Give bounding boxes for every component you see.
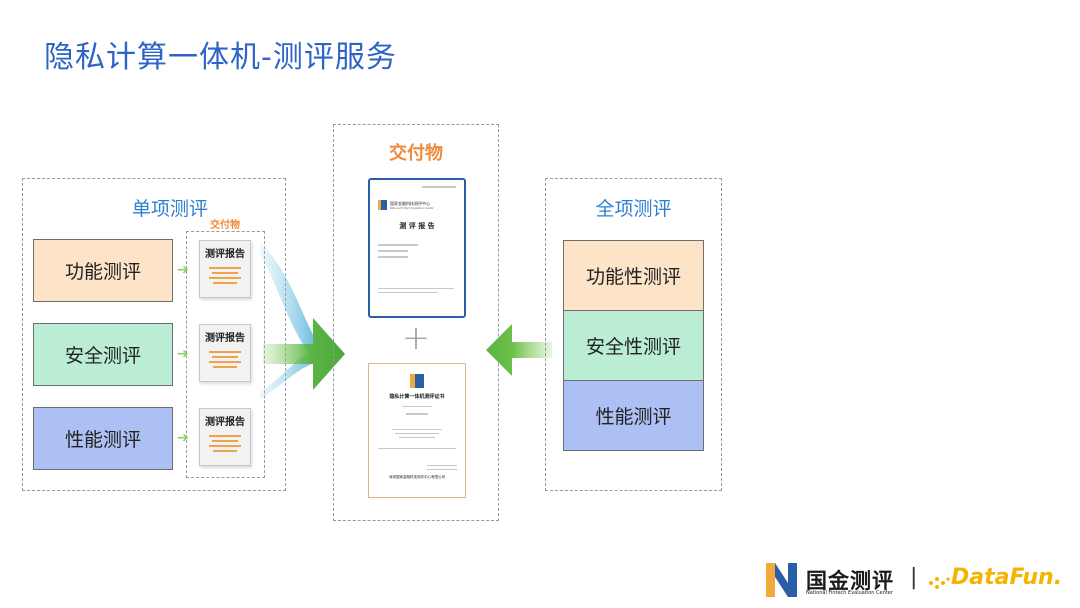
full-functional-box: 功能性测评 bbox=[563, 240, 704, 311]
report-doc-label: 测评报告 bbox=[205, 333, 245, 344]
performance-eval-label: 性能测评 bbox=[64, 429, 141, 451]
datafun-logo-text: DataFun. bbox=[951, 565, 1063, 590]
certificate-logo-icon bbox=[410, 374, 424, 388]
functional-eval-label: 功能测评 bbox=[64, 261, 141, 283]
report-doc-label: 测评报告 bbox=[205, 417, 245, 428]
security-eval-box: 安全测评 bbox=[33, 323, 173, 386]
full-security-label: 安全性测评 bbox=[585, 336, 681, 358]
arrow-right-icon: ➔ bbox=[177, 346, 189, 362]
nfec-logo-icon bbox=[764, 561, 800, 599]
certificate-issuer: 深圳国家金融科技测评中心有限公司 bbox=[389, 475, 445, 479]
single-deliverable-label: 交付物 bbox=[210, 220, 240, 231]
deliverables-title: 交付物 bbox=[389, 143, 443, 164]
full-performance-label: 性能测评 bbox=[595, 406, 672, 428]
performance-eval-box: 性能测评 bbox=[33, 407, 173, 470]
full-security-box: 安全性测评 bbox=[563, 310, 704, 381]
full-performance-box: 性能测评 bbox=[563, 380, 704, 451]
nfec-logo-text: 国金测评 bbox=[806, 569, 894, 593]
logo-icon bbox=[378, 200, 387, 210]
report-org-en: National FinTech Evaluation Center bbox=[390, 206, 434, 210]
report-doc: 测评报告 bbox=[199, 324, 251, 382]
report-doc: 测评报告 bbox=[199, 240, 251, 298]
logo-separator: | bbox=[910, 565, 918, 590]
report-org: 国家金融科技测评中心 bbox=[390, 200, 430, 206]
evaluation-certificate: 隐私计算一体机测评证书 深圳国家金融科技测评中心有限公司 bbox=[368, 363, 466, 498]
single-eval-panel bbox=[22, 178, 286, 491]
arrow-right-icon: ➔ bbox=[177, 430, 189, 446]
certificate-heading: 隐私计算一体机测评证书 bbox=[389, 394, 445, 400]
datafun-dots-icon bbox=[928, 575, 950, 595]
converge-arrow-icon bbox=[260, 242, 345, 400]
full-functional-label: 功能性测评 bbox=[585, 266, 681, 288]
evaluation-report: 国家金融科技测评中心 National FinTech Evaluation C… bbox=[368, 178, 466, 318]
report-heading: 测 评 报 告 bbox=[399, 222, 435, 230]
deliverables-panel bbox=[333, 124, 499, 521]
arrow-left-icon bbox=[486, 324, 552, 376]
report-doc-label: 测评报告 bbox=[205, 249, 245, 260]
security-eval-label: 安全测评 bbox=[64, 345, 141, 367]
nfec-logo-en: National Fintech Evaluation Center bbox=[806, 590, 893, 596]
report-doc: 测评报告 bbox=[199, 408, 251, 466]
page-title: 隐私计算一体机-测评服务 bbox=[44, 40, 397, 75]
plus-sign: + bbox=[401, 318, 431, 358]
full-eval-panel bbox=[545, 178, 722, 491]
functional-eval-box: 功能测评 bbox=[33, 239, 173, 302]
arrow-right-icon: ➔ bbox=[177, 262, 189, 278]
full-eval-title: 全项测评 bbox=[595, 198, 672, 220]
single-eval-title: 单项测评 bbox=[131, 198, 208, 220]
